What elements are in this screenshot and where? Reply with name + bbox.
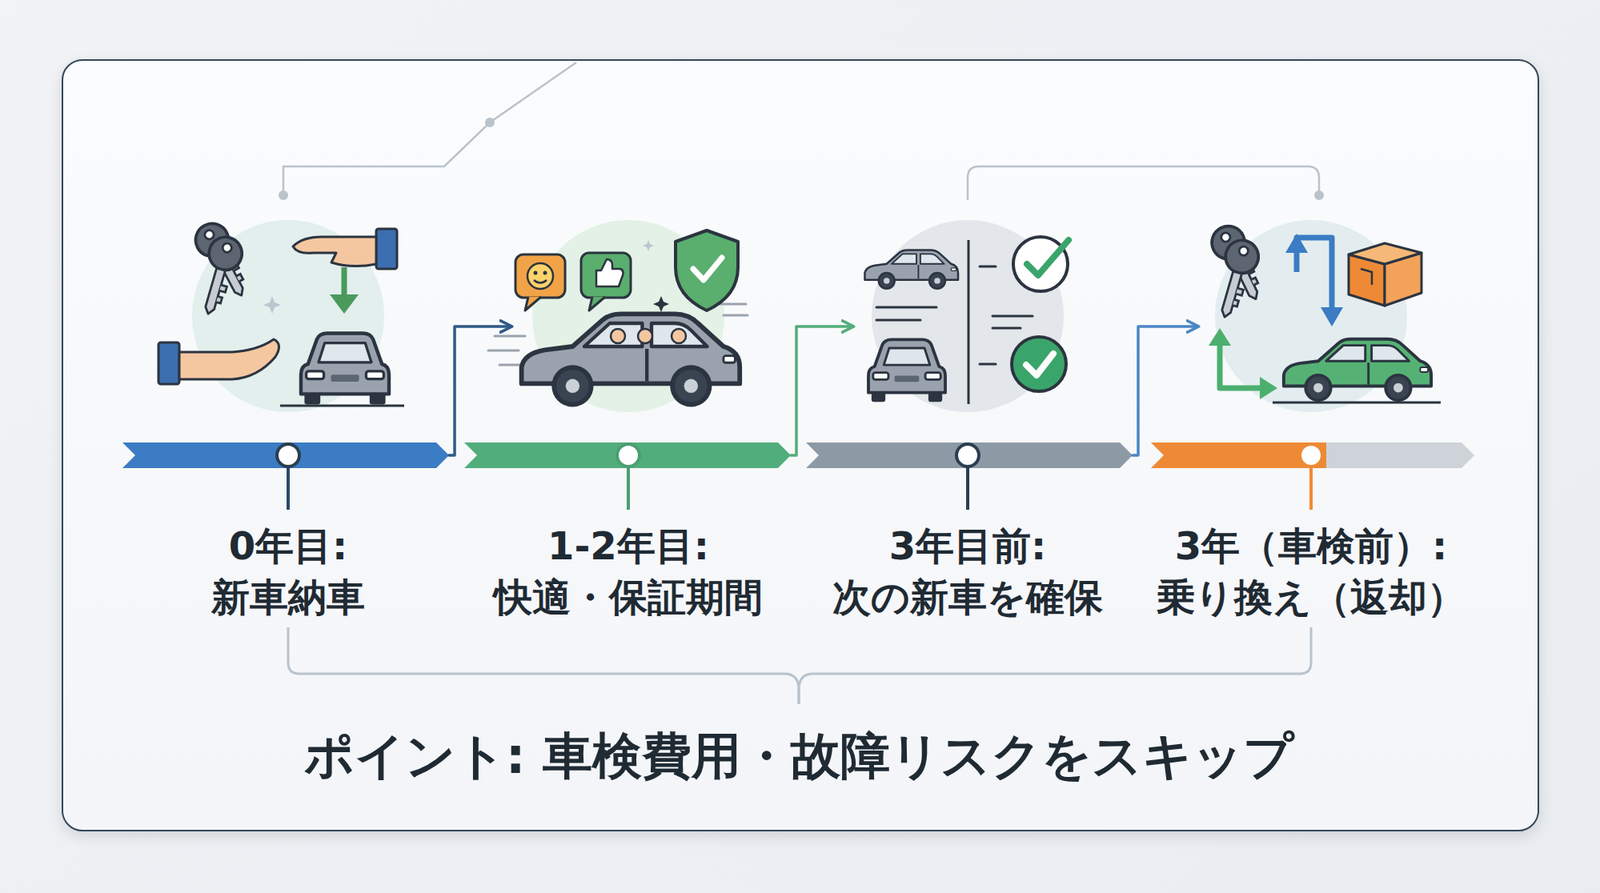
- handover-icon: [376, 228, 397, 269]
- handover-icon: [280, 405, 405, 408]
- handover-icon: [179, 339, 280, 380]
- caption: ポイント: 車検費用・故障リスクをスキップ: [0, 720, 1598, 793]
- timeline-marker: [1299, 444, 1323, 467]
- stage-label: 3年目前: 次の新車を確保: [804, 520, 1131, 623]
- swap-return-icon: [1320, 307, 1344, 327]
- stage-label-wrap: 3年（車検前）: 乗り換え（返却）: [1070, 520, 1552, 623]
- swap-return-icon: [1206, 220, 1441, 413]
- timeline-marker: [956, 444, 979, 467]
- comfort-icon: [610, 328, 626, 344]
- stage-label: 3年（車検前）: 乗り換え（返却）: [1138, 520, 1484, 623]
- connector-dot: [1314, 190, 1324, 201]
- stage-arrow: [449, 326, 511, 456]
- connector-dot: [278, 190, 289, 201]
- timeline-stage: 3年目前: 次の新車を確保: [852, 216, 1133, 481]
- stage-label: 1-2年目: 快適・保証期間: [488, 520, 769, 623]
- connector-dot: [278, 117, 1324, 201]
- swap-return-icon: [1259, 376, 1278, 400]
- timeline-segment: [464, 442, 791, 469]
- swap-return-icon: [1272, 401, 1441, 405]
- comfort-icon: [675, 230, 738, 311]
- handover-icon: [329, 294, 359, 314]
- handover-icon: [300, 333, 389, 406]
- timeline-segment: [1150, 442, 1475, 469]
- connector-dot: [485, 117, 495, 128]
- comfort-icon: [533, 271, 538, 276]
- secure-next-icon: [1011, 336, 1067, 392]
- timeline-stage: 1-2年目: 快適・保証期間: [510, 216, 791, 481]
- comfort-icon: [589, 296, 606, 311]
- top-connector-line: [283, 62, 577, 196]
- timeline-marker: [617, 444, 640, 467]
- secure-next-icon: [1026, 240, 1069, 276]
- comfort-icon: [515, 254, 566, 298]
- stage-label: 0年目: 新車納車: [182, 520, 394, 623]
- secure-next-icon: [876, 307, 937, 321]
- comfort-icon: [642, 240, 654, 252]
- comfort-icon: [521, 313, 741, 405]
- swap-return-icon: [1208, 328, 1232, 346]
- comfort-icon: [637, 328, 653, 344]
- timeline-band: [852, 216, 1133, 481]
- timeline-band: [510, 216, 791, 481]
- stage-label-wrap: 1-2年目: 快適・保証期間: [388, 520, 869, 623]
- swap-return-icon: [1219, 344, 1262, 389]
- timeline-stage: 0年目: 新車納車: [168, 216, 450, 481]
- swap-return-icon: [1360, 268, 1372, 285]
- secure-next-icon: [967, 240, 971, 405]
- swap-return-icon: [1285, 233, 1308, 253]
- summary-brace: [798, 627, 1312, 705]
- timeline-band: [168, 216, 450, 481]
- swap-return-icon: [1283, 339, 1432, 401]
- handover-icon: [292, 236, 377, 267]
- secure-next-icon: [868, 339, 946, 402]
- top-connector-line: [283, 62, 1320, 201]
- comfort-icon: [527, 263, 554, 289]
- stage-label-wrap: 0年目: 新車納車: [48, 520, 529, 623]
- stage-label-wrap: 3年目前: 次の新車を確保: [727, 520, 1208, 623]
- comfort-icon: [653, 296, 670, 313]
- handover-icon: [158, 342, 180, 385]
- swap-return-icon: [1208, 236, 1263, 321]
- comfort-icon: [543, 271, 548, 276]
- timeline-marker: [276, 444, 300, 467]
- comfort-icon: [581, 252, 631, 298]
- comfort-icon: [693, 257, 722, 281]
- comfort-icon: [488, 220, 748, 413]
- secure-next-icon: [1026, 353, 1054, 376]
- swap-return-icon: [1348, 243, 1422, 265]
- timeline-segment: [122, 442, 450, 469]
- comfort-icon: [533, 280, 547, 284]
- comfort-icon: [596, 259, 624, 287]
- comfort-icon: [525, 296, 542, 311]
- timeline-stage: 3年（車検前）: 乗り換え（返却）: [1197, 216, 1475, 481]
- stage-arrow: [1132, 326, 1198, 456]
- handover-icon: [263, 296, 281, 314]
- timeline-band: [1197, 216, 1475, 481]
- timeline-segment: [1150, 442, 1327, 469]
- top-connector-line: [967, 166, 1320, 201]
- handover-icon: [192, 232, 246, 318]
- secure-next-icon: [1013, 236, 1068, 292]
- timeline-segment: [806, 442, 1133, 469]
- handover-icon: [158, 217, 405, 413]
- summary-brace: [288, 627, 1312, 705]
- secure-next-icon: [864, 220, 1069, 413]
- comfort-icon: [671, 328, 686, 344]
- summary-brace: [288, 627, 799, 705]
- stage-arrow: [790, 326, 853, 456]
- secure-next-icon: [864, 249, 959, 289]
